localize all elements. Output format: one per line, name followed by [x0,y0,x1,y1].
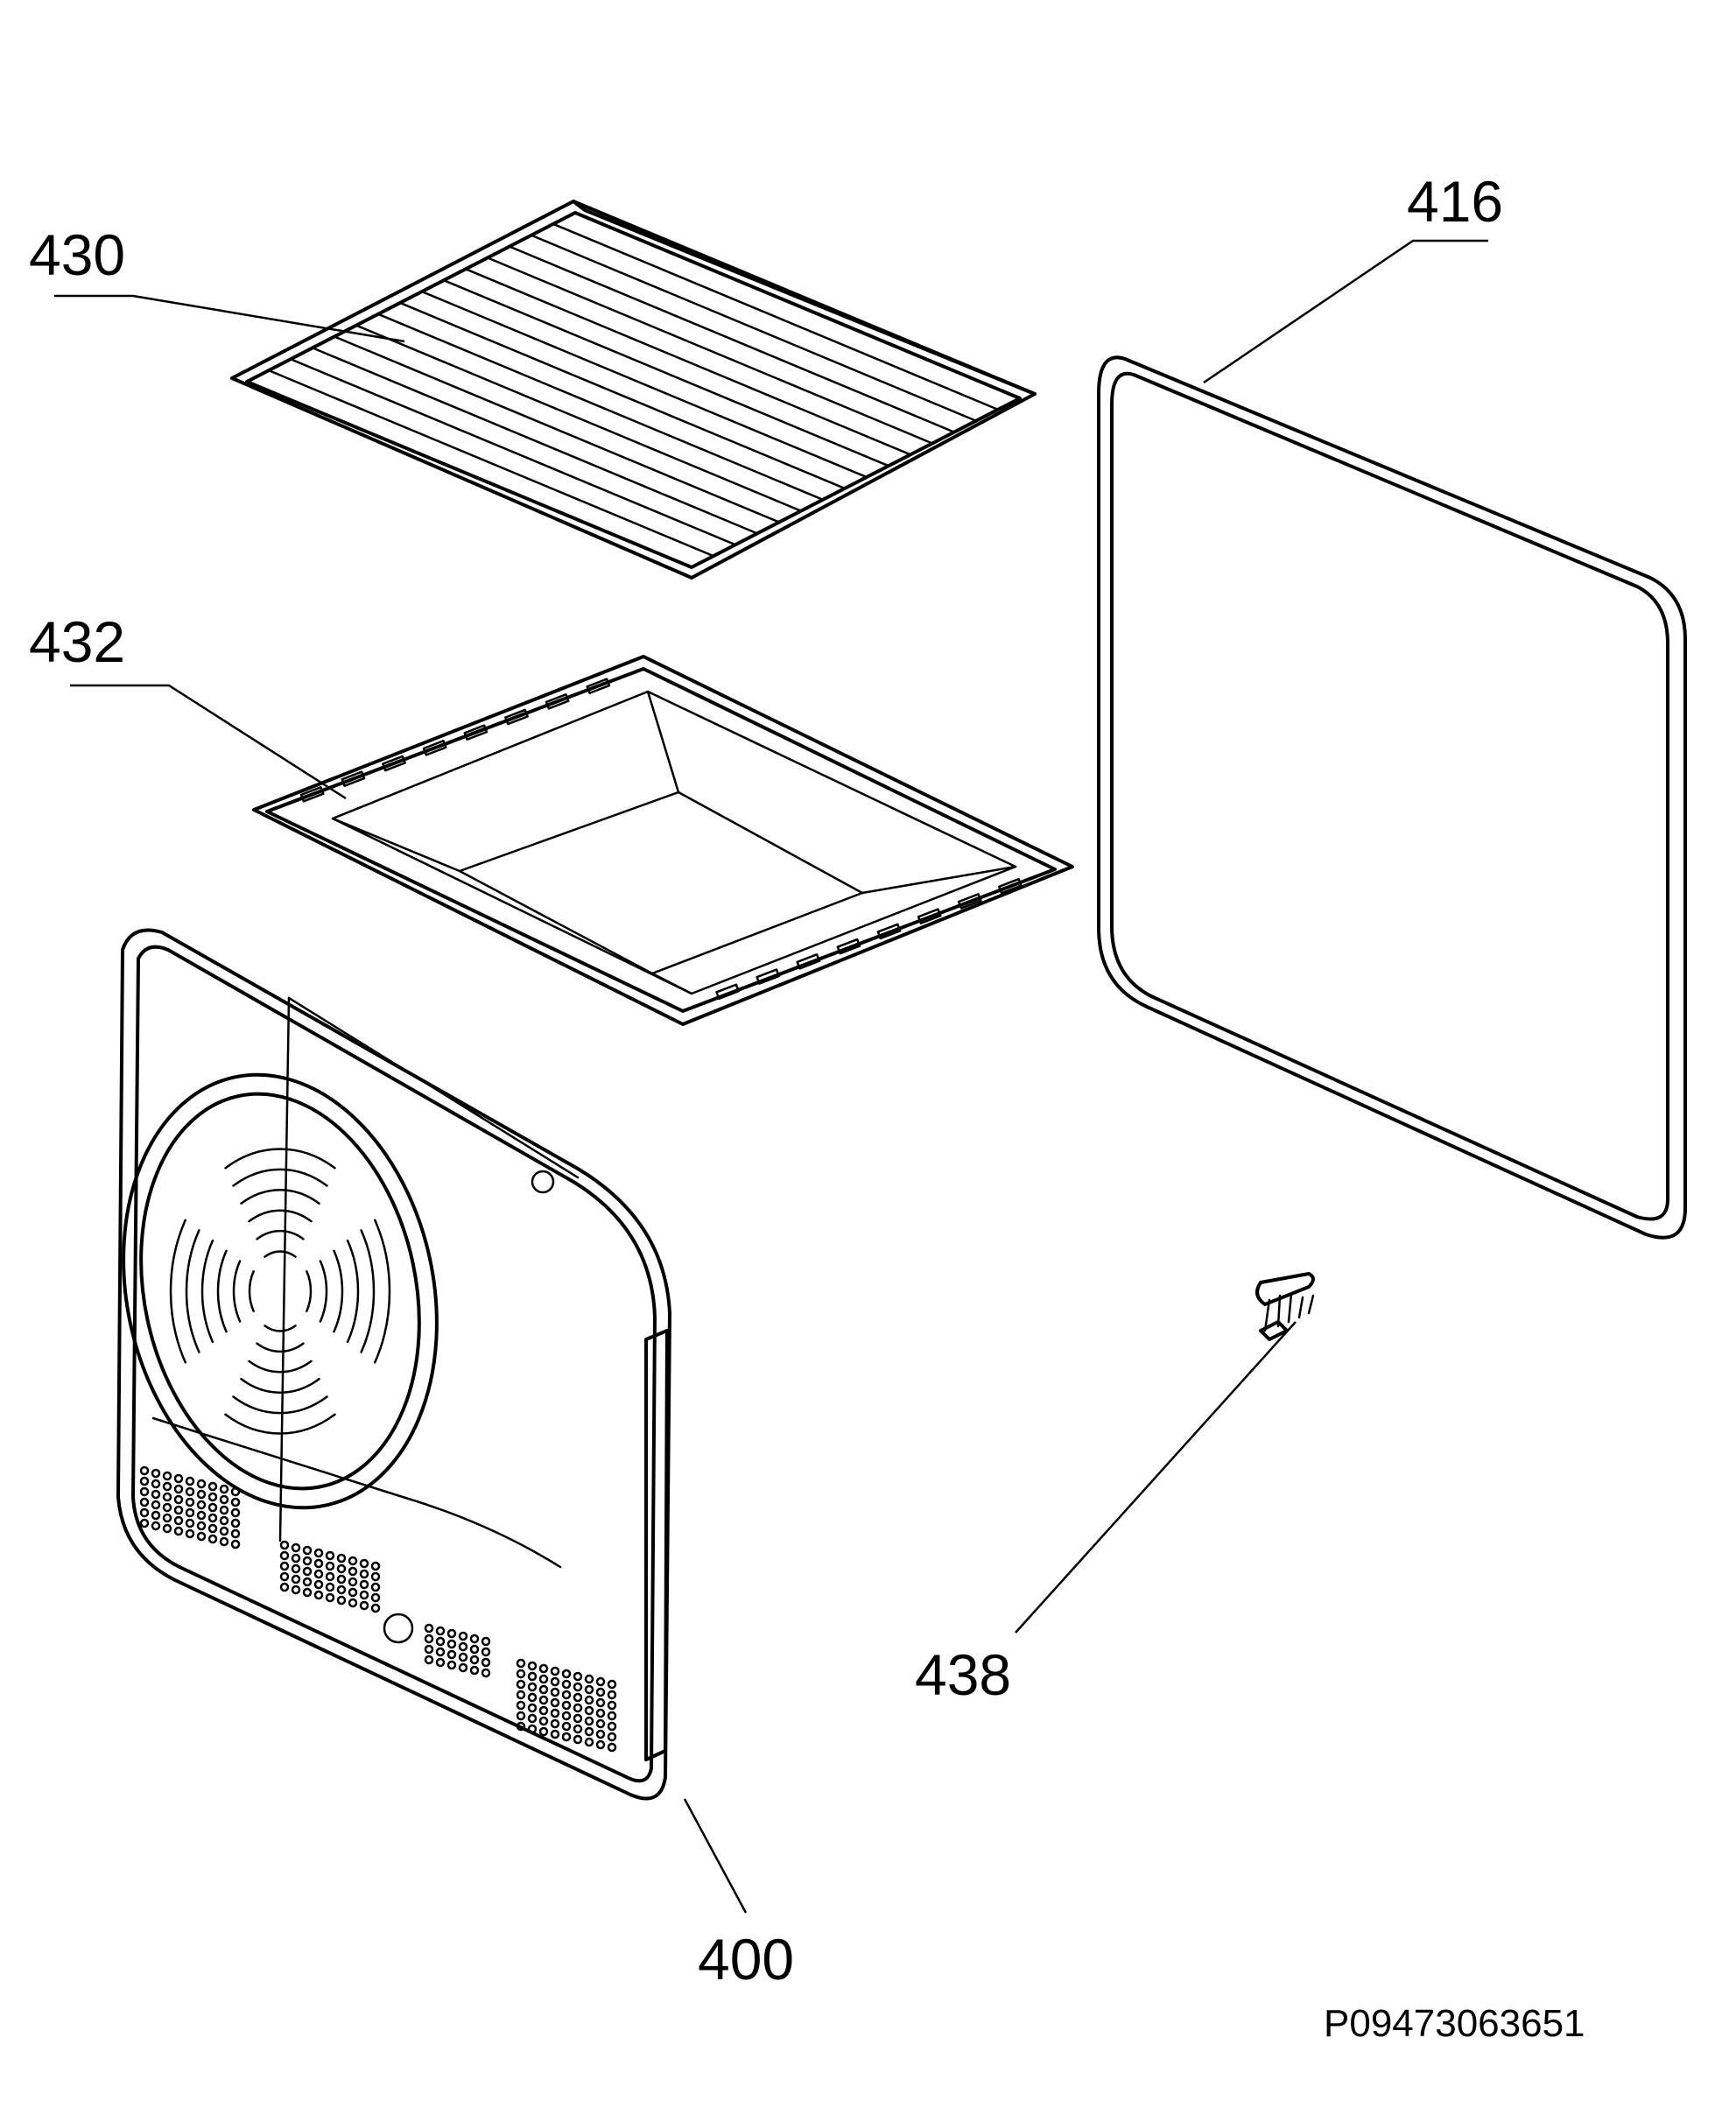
drawing-code: P09473063651 [1324,2002,1585,2045]
callout-430: 430 [29,222,126,287]
door-gasket-416 [1097,355,1687,1240]
baking-tray-432 [252,655,1074,1026]
callout-438: 438 [915,1642,1012,1707]
leader-lines [54,239,1488,1914]
callout-400: 400 [698,1927,795,1992]
wire-rack-430 [230,200,1037,580]
callout-416: 416 [1407,169,1504,234]
screw-438 [1255,1272,1315,1341]
back-panel-400 [116,928,671,1801]
callout-432: 432 [29,609,126,674]
